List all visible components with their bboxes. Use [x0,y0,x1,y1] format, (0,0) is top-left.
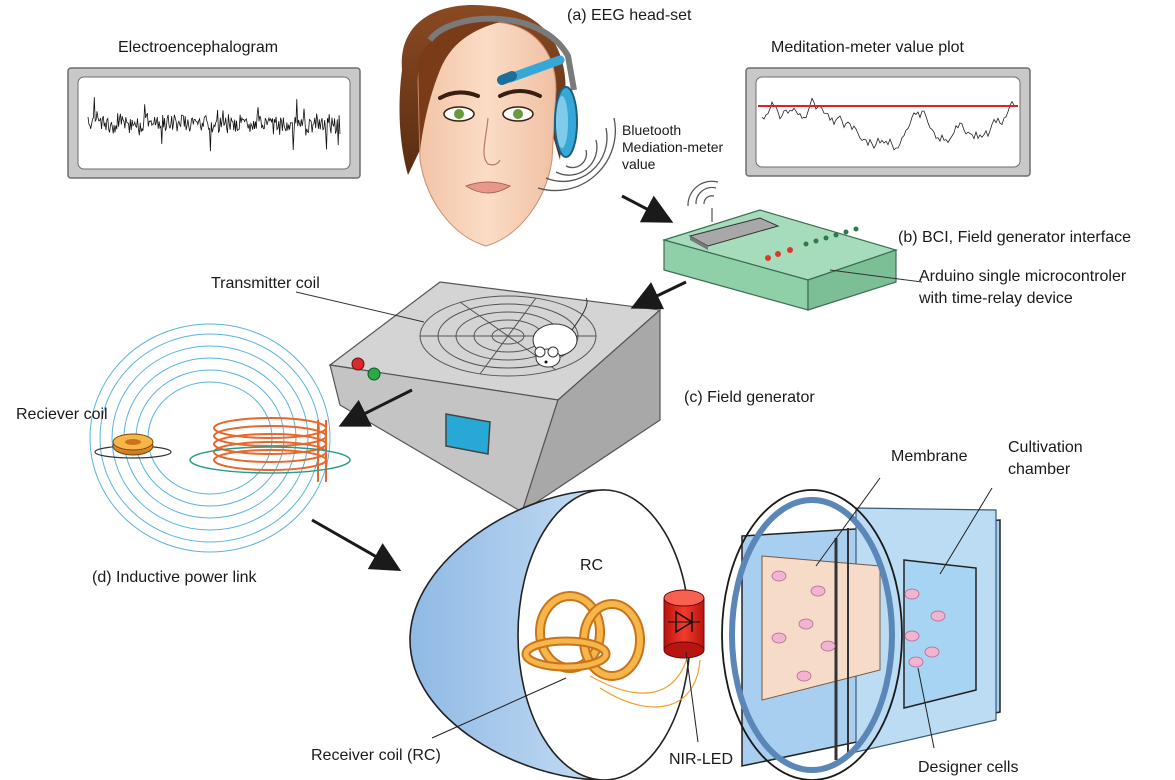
cultivation-chamber [721,489,1001,780]
label-reciever-coil: Reciever coil [16,406,108,423]
coil-icon [94,433,172,459]
label-cultivation-line2: chamber [1008,461,1071,478]
label-bluetooth: Bluetooth Mediation-meter value [622,122,723,173]
bluetooth-waves-icon [537,117,616,192]
label-arduino: Arduino single microcontroler with time-… [919,267,1126,308]
label-field-generator: (c) Field generator [684,389,815,406]
label-receiver-coil-rc: Receiver coil (RC) [311,747,441,764]
pointer-lines [431,477,993,749]
label-membrane: Membrane [891,448,968,465]
label-arduino-line2: with time-relay device [919,290,1073,307]
eeg-signal-icon [87,97,341,152]
label-bluetooth-line2: Mediation-meter [622,139,724,155]
label-transmitter-coil: Transmitter coil [211,275,320,292]
label-eeg-headset: (a) EEG head-set [567,7,692,24]
arduino-pointer-line [829,269,923,283]
interface-waves-icon [687,180,719,207]
label-bci: (b) BCI, Field generator interface [898,229,1131,246]
led-icon [663,589,705,659]
label-bluetooth-line3: value [622,156,656,172]
label-cultivation-chamber: Cultivation chamber [1008,438,1083,479]
label-bluetooth-line1: Bluetooth [622,122,682,138]
label-arduino-line1: Arduino single microcontroler [919,268,1127,285]
arrow-headset-to-interface [621,194,674,223]
arrow-interface-to-generator [630,280,687,310]
inductive-field-lines [89,323,331,553]
label-designer-cells: Designer cells [918,759,1019,776]
arrow-link-to-implant [311,518,402,571]
label-nir-led: NIR-LED [669,751,734,768]
label-cultivation-line1: Cultivation [1008,439,1083,456]
implant-dome [409,489,691,780]
label-inductive-power-link: (d) Inductive power link [92,569,257,586]
arrow-generator-to-coil [338,388,413,427]
mouse-icon [532,297,588,368]
face-icon [399,4,566,247]
label-rc: RC [580,557,604,574]
meditation-monitor [745,67,1031,177]
bci-interface-box [661,208,898,311]
label-electroencephalogram: Electroencephalogram [118,39,279,56]
transmitter-pointer-line [295,291,425,323]
label-meditation-plot: Meditation-meter value plot [771,39,964,56]
headphone-icon [427,15,578,158]
eeg-monitor [67,67,361,179]
designer-cells [771,570,946,682]
meditation-signal-icon [761,97,1015,151]
rc-coil-icon [521,591,701,708]
flow-arrows [311,194,687,571]
transmitter-coil-icon [189,417,351,482]
field-generator-box [328,281,662,514]
